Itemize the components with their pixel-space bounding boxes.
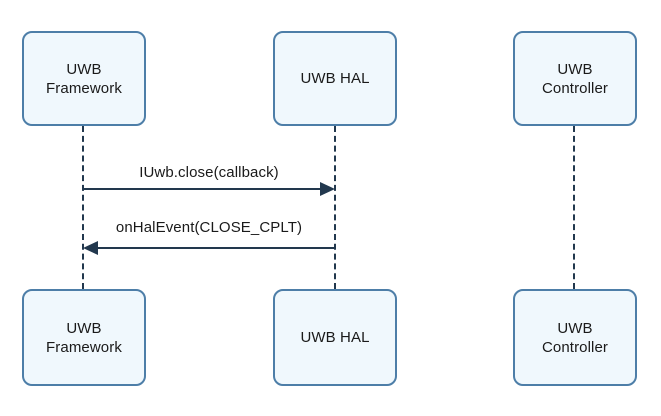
actor-label-uwb-hal-top: UWB HAL bbox=[300, 70, 370, 87]
actor-label-uwb-framework-top: UWB Framework bbox=[46, 60, 122, 97]
lifeline-uwb-framework bbox=[82, 126, 84, 289]
lifeline-uwb-hal bbox=[334, 126, 336, 289]
actor-box-uwb-framework-top[interactable]: UWB Framework bbox=[22, 31, 146, 126]
message-arrowhead-onhalevent-close-cplt bbox=[83, 241, 98, 255]
message-line-iuwb-close bbox=[83, 188, 321, 190]
message-label-iuwb-close: IUwb.close(callback) bbox=[139, 164, 279, 181]
actor-box-uwb-controller-bottom[interactable]: UWB Controller bbox=[513, 289, 637, 386]
actor-label-uwb-controller-top: UWB Controller bbox=[541, 60, 609, 97]
actor-box-uwb-controller-top[interactable]: UWB Controller bbox=[513, 31, 637, 126]
message-label-onhalevent-close-cplt: onHalEvent(CLOSE_CPLT) bbox=[115, 219, 303, 236]
message-arrowhead-iuwb-close bbox=[320, 182, 335, 196]
actor-label-uwb-framework-bottom: UWB Framework bbox=[46, 319, 122, 356]
actor-label-uwb-hal-bottom: UWB HAL bbox=[300, 329, 370, 346]
lifeline-uwb-controller bbox=[573, 126, 575, 289]
actor-box-uwb-framework-bottom[interactable]: UWB Framework bbox=[22, 289, 146, 386]
message-line-onhalevent-close-cplt bbox=[97, 247, 335, 249]
actor-label-uwb-controller-bottom: UWB Controller bbox=[541, 319, 609, 356]
actor-box-uwb-hal-bottom[interactable]: UWB HAL bbox=[273, 289, 397, 386]
actor-box-uwb-hal-top[interactable]: UWB HAL bbox=[273, 31, 397, 126]
